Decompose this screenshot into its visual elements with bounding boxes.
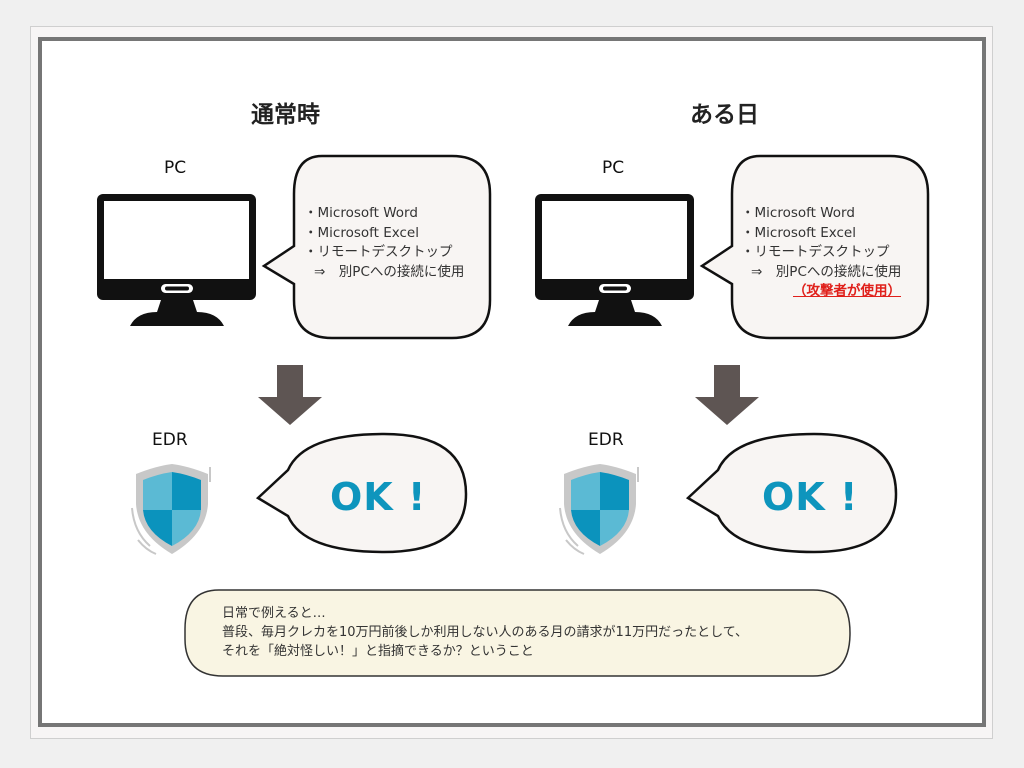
edr-label-right: EDR [588, 430, 624, 450]
analogy-note-box [184, 589, 851, 677]
bubble-line: ・Microsoft Excel [741, 224, 856, 241]
monitor-icon-left [97, 194, 256, 326]
bubble-line: ・リモートデスクトップ [304, 244, 453, 260]
heading-one-day: ある日 [690, 102, 759, 128]
shield-icon-right [559, 464, 639, 555]
result-ok-left: OK ! [330, 475, 427, 519]
analogy-note: 日常で例えると… 普段、毎月クレカを10万円前後しか利用しない人のある月の請求が… [222, 604, 748, 661]
heading-normal: 通常時 [251, 102, 320, 128]
attacker-note: （攻撃者が使用） [793, 283, 901, 299]
result-bubble-left [255, 432, 468, 554]
bubble-line: ・Microsoft Word [304, 205, 418, 221]
bubble-text-left: ・Microsoft Word ・Microsoft Excel ・リモートデス… [304, 204, 464, 282]
bubble-line: ⇒ 別PCへの接続に使用 [314, 263, 465, 280]
note-line: 普段、毎月クレカを10万円前後しか利用しない人のある月の請求が11万円だったとし… [222, 625, 749, 640]
shield-icon-left [131, 464, 211, 555]
bubble-line: ・Microsoft Excel [304, 224, 419, 241]
monitor-icon-right [535, 194, 694, 326]
speech-bubble-right [699, 154, 930, 340]
note-line: それを「絶対怪しい！」と指摘できるか？ということ [222, 644, 534, 659]
bubble-text-right: ・Microsoft Word ・Microsoft Excel ・リモートデス… [741, 204, 901, 302]
bubble-line: ・Microsoft Word [741, 205, 855, 221]
pc-label-left: PC [164, 158, 187, 178]
pc-label-right: PC [602, 158, 625, 178]
result-ok-right: OK ! [762, 475, 859, 519]
note-line: 日常で例えると… [222, 606, 326, 621]
bubble-line: ・リモートデスクトップ [741, 244, 890, 260]
down-arrow-icon-right [695, 365, 759, 425]
speech-bubble-left [261, 154, 492, 340]
edr-label-left: EDR [152, 430, 188, 450]
down-arrow-icon-left [258, 365, 322, 425]
bubble-line: ⇒ 別PCへの接続に使用 [751, 263, 902, 280]
result-bubble-right [685, 432, 898, 554]
